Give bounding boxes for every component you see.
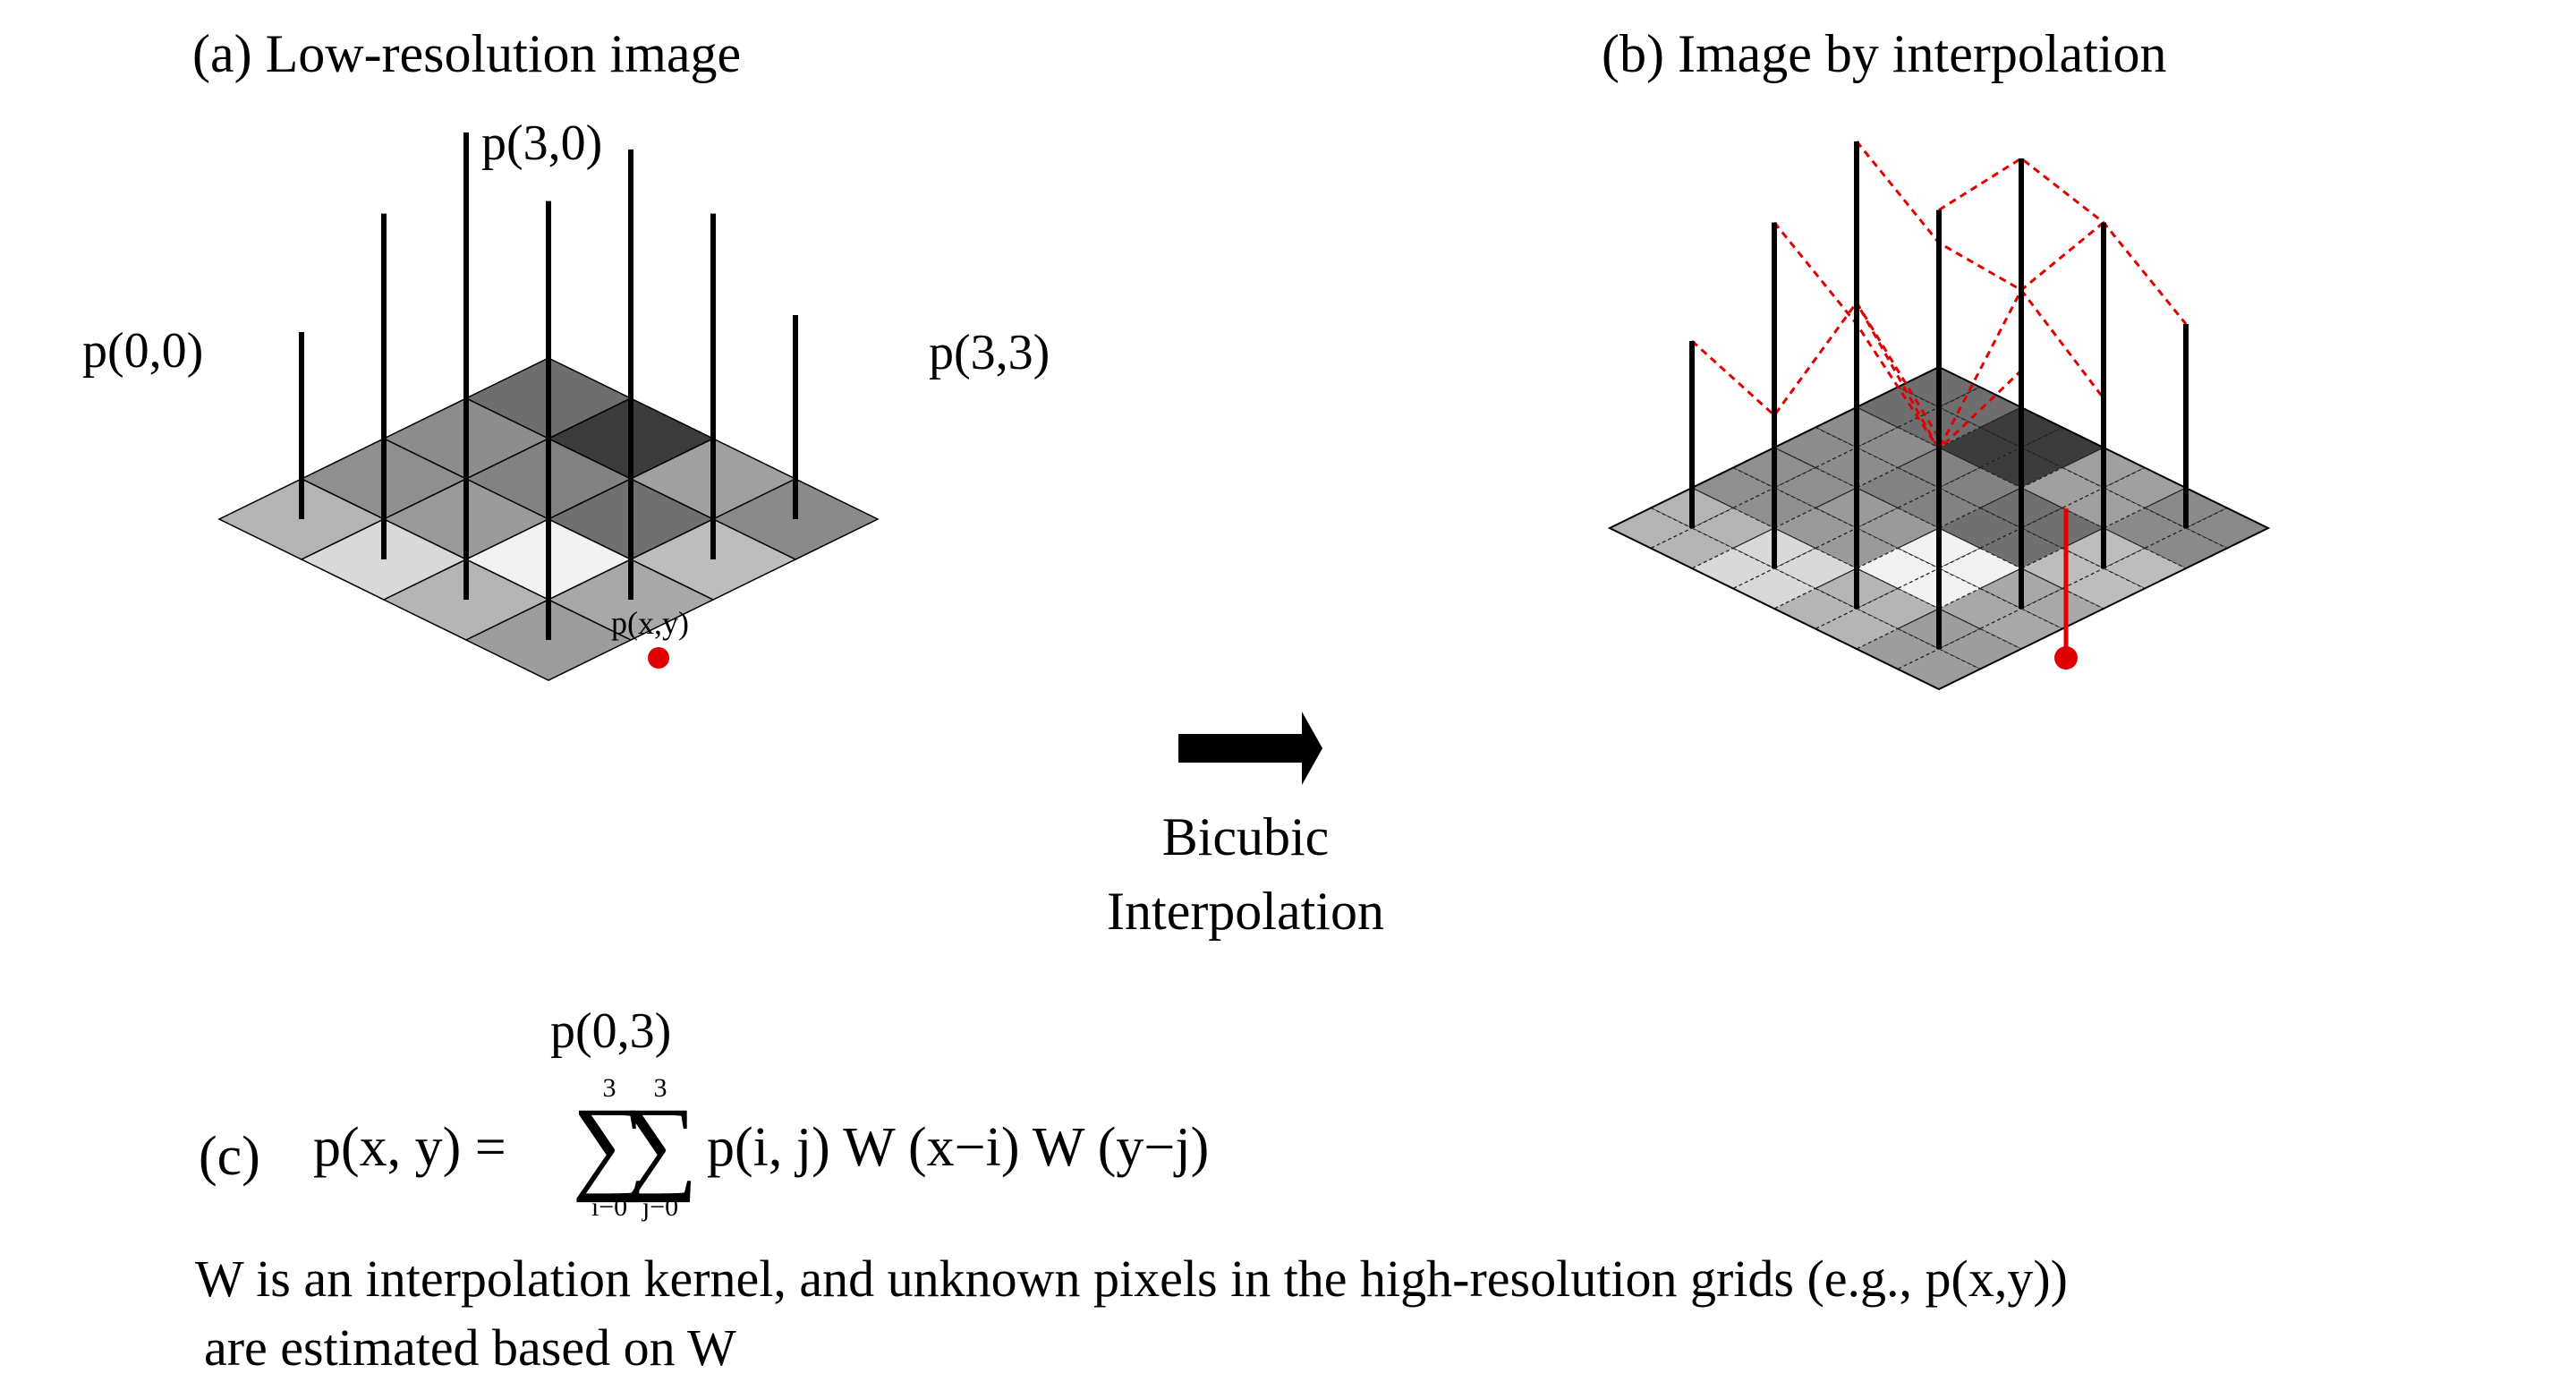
arrow-label-line2: Interpolation xyxy=(1107,882,1384,941)
interpolation-curve-row xyxy=(1773,221,2023,452)
description-line1: W is an interpolation kernel, and unknow… xyxy=(195,1250,2068,1308)
label-p33: p(3,3) xyxy=(929,325,1050,380)
equation-rhs: p(i, j) W (x−i) W (y−j) xyxy=(707,1117,1209,1178)
interpolation-curve-row xyxy=(1938,157,2188,325)
target-pixel-point xyxy=(648,647,669,669)
kernel-description: W is an interpolation kernel, and unknow… xyxy=(195,1250,2068,1377)
label-p03: p(0,3) xyxy=(550,1003,671,1059)
sample-stems xyxy=(1689,141,2189,649)
label-pxy: p(x,y) xyxy=(611,605,689,641)
transform-arrow: Bicubic Interpolation xyxy=(1107,712,1384,941)
sum-j-symbol: ∑ xyxy=(623,1086,698,1203)
interpolation-curve-row xyxy=(1855,141,2105,399)
sum-i-lower: i−0 xyxy=(591,1192,627,1222)
label-p00: p(0,0) xyxy=(82,323,203,379)
arrow-shaft xyxy=(1178,734,1304,763)
sum-i-upper: 3 xyxy=(603,1073,616,1103)
panel-c-equation: (c) p(x, y) = 3 ∑ i−0 3 ∑ j−0 p(i, j) W … xyxy=(199,1073,1209,1222)
interpolation-curve-column xyxy=(1855,221,2104,453)
panel-b-caption: (b) Image by interpolation xyxy=(1602,24,2166,83)
interpolation-curve-row xyxy=(1690,300,1941,439)
interpolation-curves xyxy=(1690,141,2188,453)
panel-b: (b) Image by interpolation xyxy=(1602,24,2271,691)
grid-border xyxy=(1607,365,2271,691)
interpolated-pixel-point xyxy=(2054,646,2078,670)
description-line2: are estimated based on W xyxy=(204,1318,736,1377)
sum-i-symbol: ∑ xyxy=(572,1086,647,1203)
sum-j-lower: j−0 xyxy=(642,1192,678,1222)
arrow-label-line1: Bicubic xyxy=(1162,807,1330,866)
pixel-value-stems xyxy=(299,132,798,640)
high-resolution-grid xyxy=(1607,365,2271,691)
equation-lhs: p(x, y) = xyxy=(313,1117,506,1178)
sum-j-upper: 3 xyxy=(654,1073,667,1103)
panel-c-label: (c) xyxy=(199,1126,260,1187)
arrow-head xyxy=(1302,712,1322,785)
panel-a-caption: (a) Low-resolution image xyxy=(192,24,741,83)
label-p30: p(3,0) xyxy=(481,115,602,171)
panel-a: (a) Low-resolution image p(x,y) p(0,0) p… xyxy=(82,24,1050,1059)
